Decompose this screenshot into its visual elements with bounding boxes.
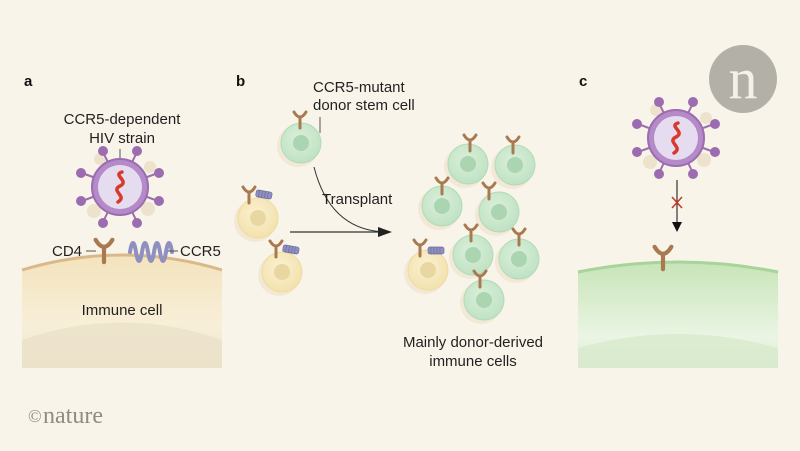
nature-n-glyph: n: [729, 46, 758, 111]
host-ccr5-receptor: [427, 246, 445, 255]
panel-label-c: c: [579, 73, 587, 90]
virus-label-line-2: HIV strain: [89, 130, 155, 147]
panel-c: c n: [577, 45, 779, 368]
arrow-head-icon: [672, 222, 682, 232]
result-label-line-2: immune cells: [429, 353, 517, 370]
hiv-virus-c: [630, 95, 722, 181]
cell-membrane-a: [21, 253, 223, 272]
arrow-head-icon: [378, 227, 392, 237]
panel-a: a CCR5-dependent HIV strain CD4 CCR5 Imm…: [21, 73, 223, 368]
residual-host-cell: [403, 249, 449, 295]
ccr5-receptor-a: [128, 241, 174, 263]
donor-derived-cell: [459, 279, 505, 325]
panel-label-a: a: [24, 73, 33, 90]
ccr5-label: CCR5: [180, 243, 221, 260]
cell-membrane-c: [577, 260, 779, 274]
donor-label-line-1: CCR5-mutant: [313, 79, 406, 96]
nature-wordmark: nature: [43, 403, 103, 429]
host-cell: [257, 251, 303, 297]
donor-derived-cell: [417, 185, 463, 231]
nature-corner-logo: [709, 45, 777, 113]
donor-label-line-2: donor stem cell: [313, 97, 415, 114]
panel-b: b CCR5-mutant donor stem cell Transplant: [233, 73, 543, 370]
donor-derived-cell: [443, 143, 489, 189]
transplant-curve: [313, 166, 386, 233]
hiv-virus-a: [74, 144, 166, 230]
donor-stem-cell: [276, 122, 322, 168]
immune-cell-label: Immune cell: [82, 302, 163, 319]
cell-lower-region-c: [578, 334, 778, 368]
cd4-label: CD4: [52, 243, 82, 260]
donor-derived-cell: [494, 238, 540, 284]
panel-label-b: b: [236, 73, 245, 90]
copyright-symbol: ©: [28, 406, 42, 426]
transplant-label: Transplant: [322, 191, 393, 208]
virus-label-line-1: CCR5-dependent: [64, 111, 182, 128]
blocked-x-icon: [671, 196, 683, 209]
copyright-logo: © nature: [28, 403, 103, 429]
cell-lower-region-a: [22, 322, 222, 368]
result-label-line-1: Mainly donor-derived: [403, 334, 543, 351]
host-cell: [233, 197, 279, 243]
